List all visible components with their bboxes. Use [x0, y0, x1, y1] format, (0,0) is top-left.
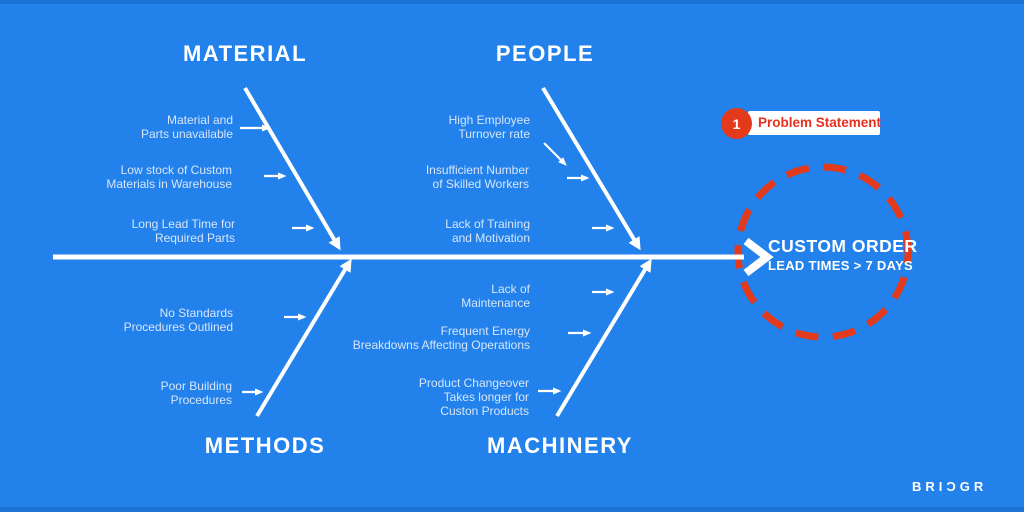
people-bone — [541, 86, 641, 251]
branch-title-machinery: MACHINERY — [487, 433, 633, 458]
material-bone — [243, 86, 341, 251]
bottom-edge-strip — [0, 507, 1024, 512]
problem-statement-number-badge: 1 — [721, 108, 752, 139]
effect-label: CUSTOM ORDER LEAD TIMES > 7 DAYS — [768, 236, 928, 273]
effect-title: CUSTOM ORDER — [768, 236, 918, 256]
cause-label: Lack of Training and Motivation — [445, 217, 530, 246]
people-cause-arrow-icon — [543, 142, 567, 166]
branch-title-methods: METHODS — [204, 433, 326, 458]
cause-label: Material and Parts unavailable — [140, 113, 233, 142]
problem-statement-box — [748, 111, 880, 135]
spine-arrowhead-icon — [743, 237, 774, 277]
cause-label: Poor Building Procedures — [160, 379, 232, 408]
machinery-bone — [555, 258, 652, 418]
branch-title-material: MATERIAL — [182, 41, 308, 66]
cause-label: Long Lead Time for Required Parts — [131, 217, 235, 246]
cause-label: No Standards Procedures Outlined — [123, 306, 233, 335]
problem-highlight-circle — [734, 163, 912, 341]
top-edge-strip — [0, 0, 1024, 4]
problem-statement-label: Problem Statement — [758, 115, 882, 130]
bridgr-logo: BRIƆGR — [912, 479, 988, 494]
cause-label: Product Changeover Takes longer for Cust… — [418, 376, 529, 419]
branch-title-people: PEOPLE — [495, 41, 595, 66]
methods-bone — [255, 258, 352, 418]
cause-label: Lack of Maintenance — [461, 282, 530, 311]
cause-label: Low stock of Custom Materials in Warehou… — [106, 163, 232, 192]
cause-label: Insufficient Number of Skilled Workers — [425, 163, 529, 192]
effect-subtitle: LEAD TIMES > 7 DAYS — [768, 258, 914, 273]
cause-label: Frequent Energy Breakdowns Affecting Ope… — [352, 324, 530, 353]
cause-label: High Employee Turnover rate — [448, 113, 530, 142]
